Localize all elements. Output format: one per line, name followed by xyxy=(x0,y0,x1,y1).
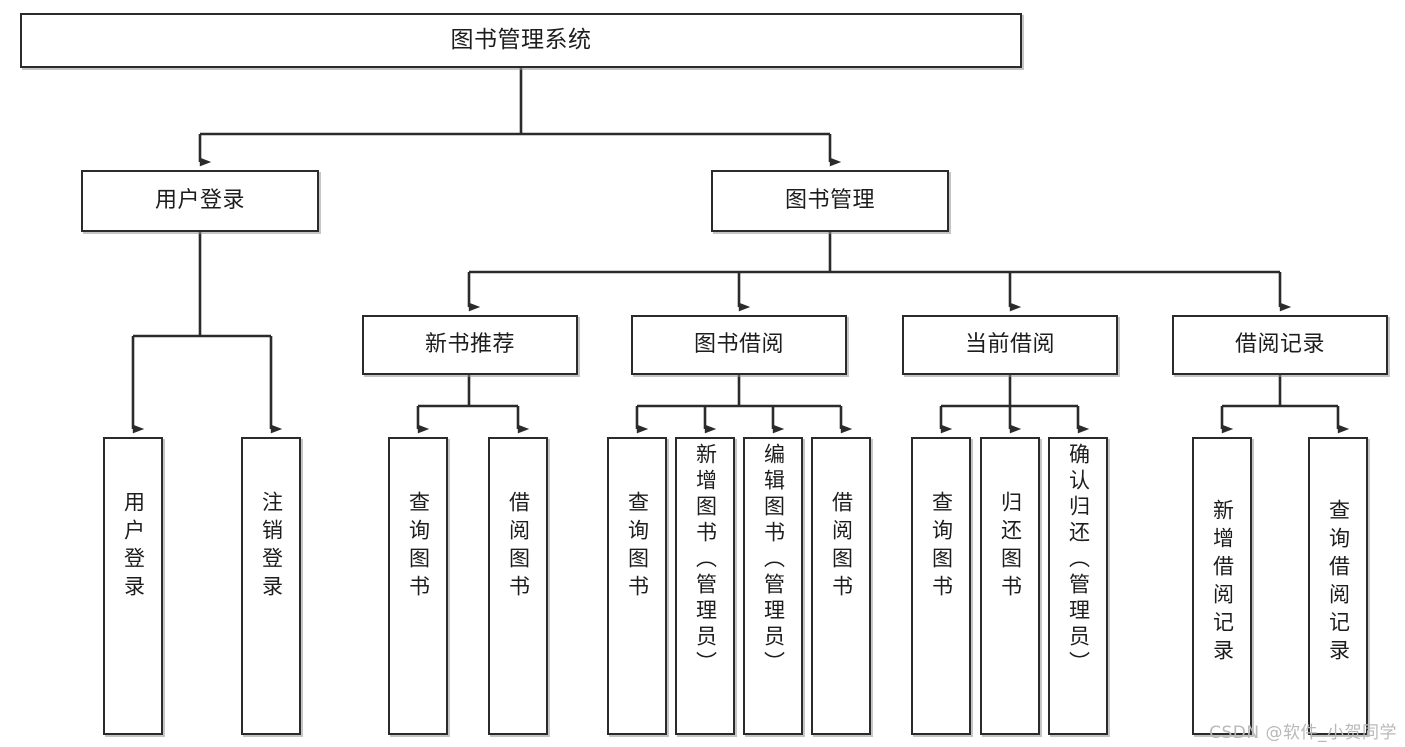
node-borrow-record-label: 借阅记录 xyxy=(1234,332,1325,358)
node-leaf-br-query-label: 查询借阅记录 xyxy=(1326,499,1351,667)
node-leaf-rec-borrow[interactable]: 借阅图书 xyxy=(488,437,548,735)
node-leaf-bb-query-label: 查询图书 xyxy=(625,491,650,603)
node-leaf-br-add-label: 新增借阅记录 xyxy=(1210,499,1235,667)
node-leaf-bb-add-label: 新增图书（管理员） xyxy=(693,443,718,677)
node-leaf-br-query[interactable]: 查询借阅记录 xyxy=(1308,437,1368,735)
node-user-login[interactable]: 用户登录 xyxy=(81,170,319,232)
node-new-book-rec-label: 新书推荐 xyxy=(424,332,515,358)
node-leaf-cb-confirm[interactable]: 确认归还（管理员） xyxy=(1048,437,1108,735)
node-leaf-bb-edit-label: 编辑图书（管理员） xyxy=(761,443,786,677)
node-borrow-record[interactable]: 借阅记录 xyxy=(1172,315,1388,375)
node-leaf-rec-query-label: 查询图书 xyxy=(406,491,431,603)
node-book-manage-label: 图书管理 xyxy=(784,188,875,214)
node-leaf-user-logout[interactable]: 注销登录 xyxy=(241,437,301,735)
node-current-borrow-label: 当前借阅 xyxy=(964,332,1055,358)
node-leaf-rec-borrow-label: 借阅图书 xyxy=(506,491,531,603)
node-leaf-bb-borrow-label: 借阅图书 xyxy=(829,491,854,603)
node-leaf-cb-query[interactable]: 查询图书 xyxy=(911,437,971,735)
node-root-label: 图书管理系统 xyxy=(450,26,592,53)
node-leaf-user-login-label: 用户登录 xyxy=(121,491,146,603)
node-leaf-bb-edit[interactable]: 编辑图书（管理员） xyxy=(743,437,803,735)
node-leaf-br-add[interactable]: 新增借阅记录 xyxy=(1192,437,1252,735)
node-leaf-cb-query-label: 查询图书 xyxy=(929,491,954,603)
node-leaf-cb-confirm-label: 确认归还（管理员） xyxy=(1066,443,1091,677)
node-leaf-user-logout-label: 注销登录 xyxy=(259,491,284,603)
node-book-borrow-label: 图书借阅 xyxy=(693,332,784,358)
node-leaf-cb-return[interactable]: 归还图书 xyxy=(980,437,1040,735)
node-leaf-rec-query[interactable]: 查询图书 xyxy=(388,437,448,735)
node-root[interactable]: 图书管理系统 xyxy=(20,13,1022,68)
node-new-book-rec[interactable]: 新书推荐 xyxy=(362,315,578,375)
node-book-borrow[interactable]: 图书借阅 xyxy=(631,315,847,375)
node-leaf-bb-add[interactable]: 新增图书（管理员） xyxy=(675,437,735,735)
node-book-manage[interactable]: 图书管理 xyxy=(711,170,949,232)
node-user-login-label: 用户登录 xyxy=(154,188,245,214)
node-current-borrow[interactable]: 当前借阅 xyxy=(902,315,1118,375)
node-leaf-bb-borrow[interactable]: 借阅图书 xyxy=(811,437,871,735)
node-leaf-user-login[interactable]: 用户登录 xyxy=(103,437,163,735)
node-leaf-bb-query[interactable]: 查询图书 xyxy=(607,437,667,735)
node-leaf-cb-return-label: 归还图书 xyxy=(998,491,1023,603)
watermark: CSDN @软件_小贺同学 xyxy=(1209,723,1397,743)
